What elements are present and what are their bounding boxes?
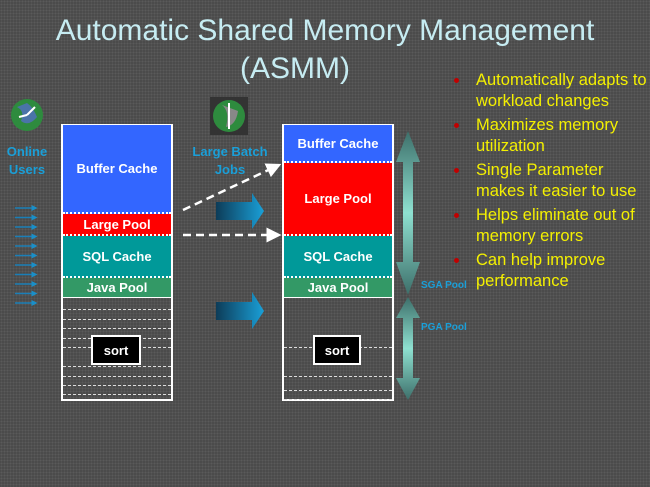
clock-globe-icon (11, 99, 43, 131)
sga-double-arrow (396, 131, 420, 295)
bullet-item: Helps eliminate out of memory errors (452, 205, 650, 247)
sga-pool-label: SGA Pool (421, 280, 467, 291)
java-pool-label: Java Pool (86, 280, 148, 295)
large-pool-label: Large Pool (304, 191, 372, 206)
large-pool-before: Large Pool (63, 214, 171, 236)
clock-globe-icon (210, 97, 248, 135)
java-pool-after: Java Pool (284, 278, 392, 298)
sql-cache-label: SQL Cache (303, 248, 373, 264)
memory-after: Buffer Cache Large Pool SQL Cache Java P… (282, 124, 394, 401)
slide-title-line1: Automatic Shared Memory Management (55, 14, 595, 47)
bullet-item: Maximizes memory utilization (452, 115, 650, 157)
dashed-arrow-large-pool-grow (182, 163, 282, 212)
java-pool-before: Java Pool (63, 278, 171, 298)
online-users-label: Online Users (6, 144, 48, 177)
sql-cache-after: SQL Cache (284, 236, 392, 278)
sql-cache-before: SQL Cache (63, 236, 171, 278)
slide-title-line2: (ASMM) (240, 52, 350, 85)
buffer-cache-after: Buffer Cache (284, 125, 392, 163)
feature-bullets: Automatically adapts to workload changes… (452, 70, 650, 295)
buffer-cache-before: Buffer Cache (63, 125, 171, 214)
sort-area-before: sort (91, 335, 141, 365)
blue-arrow-sga (216, 193, 264, 229)
bullet-item: Single Parameter makes it easier to use (452, 160, 650, 202)
sql-cache-label: SQL Cache (82, 248, 152, 264)
buffer-cache-label: Buffer Cache (76, 161, 158, 176)
blue-arrow-pga (216, 292, 264, 329)
large-pool-after: Large Pool (284, 163, 392, 236)
bullet-item: Automatically adapts to workload changes (452, 70, 650, 112)
sort-area-after: sort (313, 335, 361, 365)
pga-double-arrow (396, 297, 420, 400)
large-pool-label: Large Pool (83, 216, 151, 232)
memory-before: Buffer Cache Large Pool SQL Cache Java P… (61, 124, 173, 401)
bullet-item: Can help improve performance (452, 250, 650, 292)
java-pool-label: Java Pool (307, 280, 369, 295)
large-batch-jobs-label: Large Batch Jobs (192, 144, 268, 177)
buffer-cache-label: Buffer Cache (297, 135, 379, 151)
user-request-arrows (15, 205, 38, 306)
pga-pool-label: PGA Pool (421, 322, 467, 333)
